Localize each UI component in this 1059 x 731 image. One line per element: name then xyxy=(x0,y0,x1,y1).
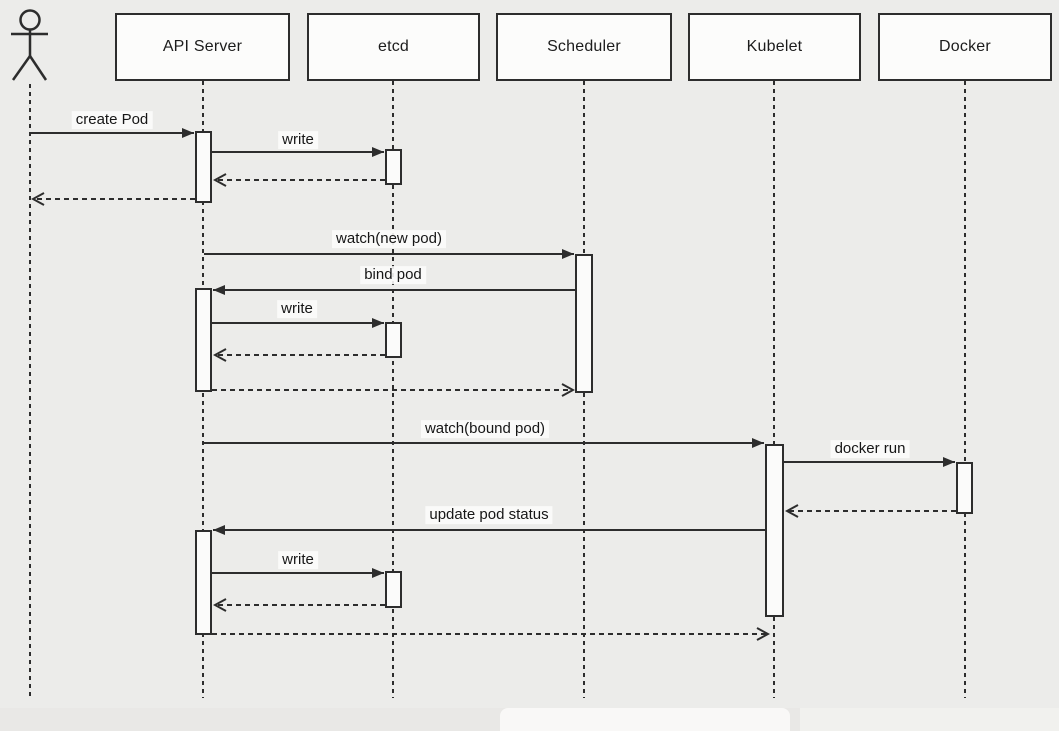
message-label-watch-new-pod: watch(new pod) xyxy=(332,230,446,249)
activation-api-server-3 xyxy=(195,530,212,635)
bottom-strip-highlight-right xyxy=(800,708,1059,731)
message-label-bind-pod: bind pod xyxy=(360,266,426,285)
participant-box-etcd: etcd xyxy=(307,13,480,81)
participant-label-api-server: API Server xyxy=(162,38,243,55)
actor-leg-right xyxy=(28,55,48,81)
participant-box-kubelet: Kubelet xyxy=(688,13,861,81)
message-label-write-2: write xyxy=(277,300,317,319)
participant-box-docker: Docker xyxy=(878,13,1052,81)
activation-api-server-2 xyxy=(195,288,212,392)
activation-etcd-2 xyxy=(385,322,402,358)
participant-label-kubelet: Kubelet xyxy=(746,38,803,55)
actor-head xyxy=(19,9,41,31)
message-label-write-3: write xyxy=(278,551,318,570)
activation-etcd-3 xyxy=(385,571,402,608)
message-label-watch-bound-pod: watch(bound pod) xyxy=(420,420,550,439)
actor-leg-left xyxy=(11,55,32,81)
participant-label-scheduler: Scheduler xyxy=(547,38,621,55)
activation-docker xyxy=(956,462,973,514)
bottom-strip-highlight xyxy=(500,708,790,731)
message-label-update-pod-status: update pod status xyxy=(425,506,553,525)
participant-label-etcd: etcd xyxy=(377,38,410,55)
participant-label-docker: Docker xyxy=(939,38,991,55)
bottom-strip xyxy=(0,708,1059,731)
participant-box-api-server: API Server xyxy=(115,13,290,81)
activation-kubelet xyxy=(765,444,784,617)
activation-etcd-1 xyxy=(385,149,402,185)
actor-figure xyxy=(11,9,48,81)
message-label-docker-run: docker run xyxy=(830,440,910,459)
participant-box-scheduler: Scheduler xyxy=(496,13,672,81)
activation-scheduler xyxy=(575,254,593,393)
message-label-create-pod: create Pod xyxy=(71,111,153,130)
message-label-write-1: write xyxy=(278,131,318,150)
activation-api-server-1 xyxy=(195,131,212,203)
